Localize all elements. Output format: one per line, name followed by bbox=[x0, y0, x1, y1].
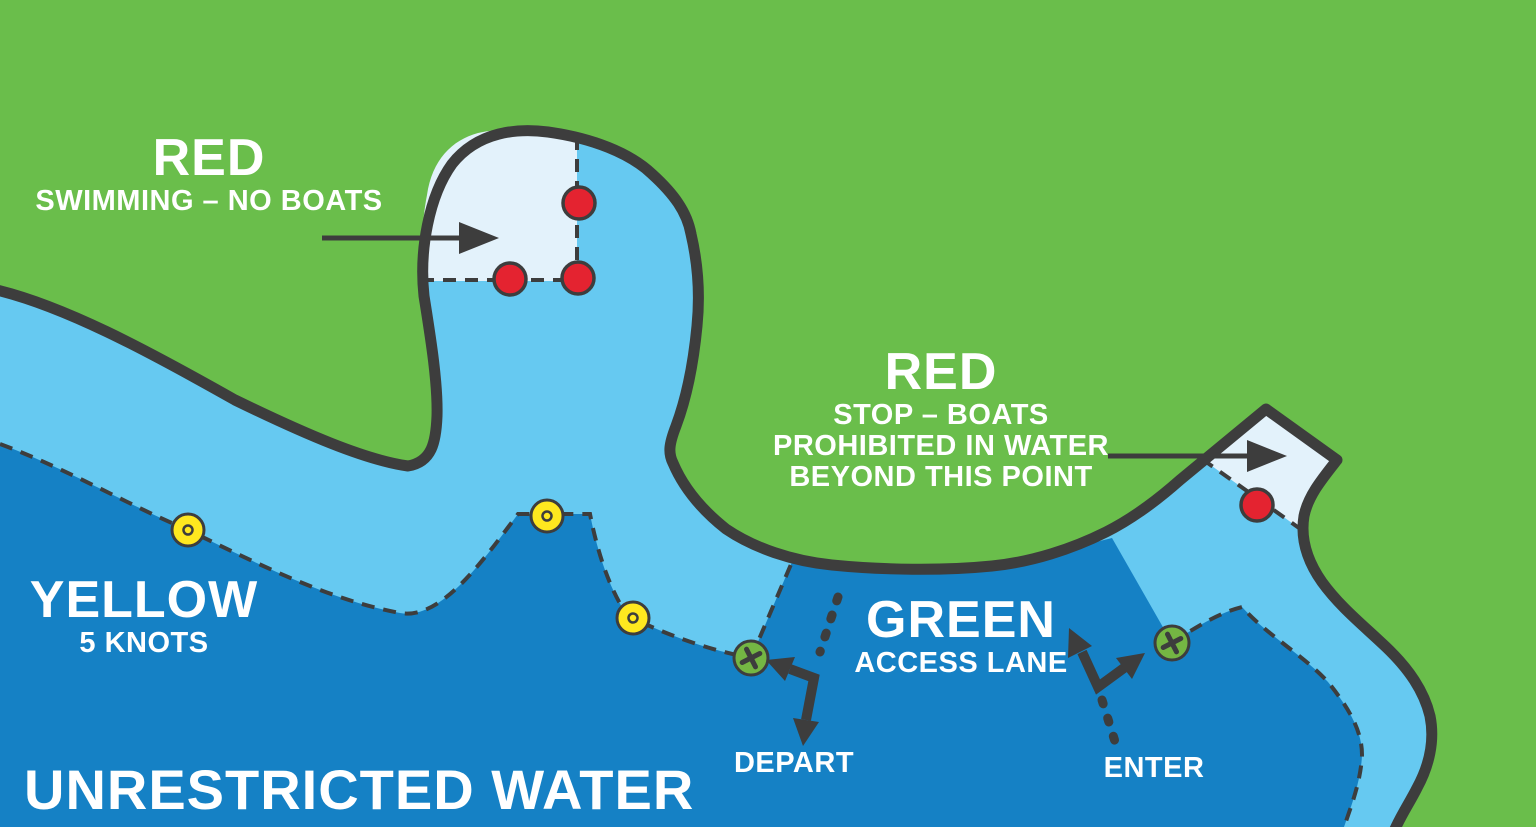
yellow-buoy-icon bbox=[615, 600, 651, 636]
access-lane-left-dash bbox=[749, 561, 794, 659]
swim-arrow-icon bbox=[322, 222, 499, 254]
yellow-zone-subtitle: 5 KNOTS bbox=[79, 627, 209, 659]
swim-zone-label: RED SWIMMING – NO BOATS bbox=[35, 129, 383, 217]
green-zone-label: GREEN ACCESS LANE bbox=[854, 591, 1068, 679]
unrestricted-zone bbox=[0, 444, 1362, 827]
yellow-zone-title: YELLOW bbox=[29, 571, 259, 629]
unrestricted-water-label: UNRESTRICTED WATER bbox=[24, 758, 695, 821]
depart-arrow-icon bbox=[766, 592, 843, 746]
yellow-zone-label: YELLOW 5 KNOTS bbox=[29, 571, 259, 659]
unrestricted-right-boundary-dash bbox=[1170, 604, 1365, 827]
stop-zone-line3: BEYOND THIS POINT bbox=[789, 461, 1093, 493]
stop-zone-line2: PROHIBITED IN WATER bbox=[772, 430, 1110, 462]
red-buoy-icon bbox=[561, 185, 597, 221]
stop-zone-line1: STOP – BOATS bbox=[833, 399, 1049, 431]
green-access-buoy-icon bbox=[1153, 624, 1191, 662]
yellow-buoy-icon bbox=[529, 498, 565, 534]
red-buoy-icon bbox=[1239, 487, 1275, 523]
depart-label: DEPART bbox=[733, 747, 855, 779]
green-zone-title: GREEN bbox=[866, 591, 1056, 649]
enter-arrow-icon bbox=[1068, 628, 1145, 753]
stop-zone-boundary-dash bbox=[1200, 457, 1301, 530]
swim-zone-subtitle: SWIMMING – NO BOATS bbox=[35, 185, 383, 217]
stop-arrow-icon bbox=[1108, 440, 1287, 472]
red-buoy-icon bbox=[560, 260, 596, 296]
red-buoy-icon bbox=[492, 261, 528, 297]
green-zone-subtitle: ACCESS LANE bbox=[854, 647, 1068, 679]
stop-zone-label: RED STOP – BOATS PROHIBITED IN WATER BEY… bbox=[772, 343, 1110, 493]
shoreline bbox=[0, 125, 1438, 827]
stop-zone-title: RED bbox=[884, 343, 998, 401]
green-access-buoy-icon bbox=[732, 639, 770, 677]
yellow-buoy-icon bbox=[170, 512, 206, 548]
enter-label: ENTER bbox=[1103, 752, 1205, 784]
swim-zone-title: RED bbox=[152, 129, 266, 187]
